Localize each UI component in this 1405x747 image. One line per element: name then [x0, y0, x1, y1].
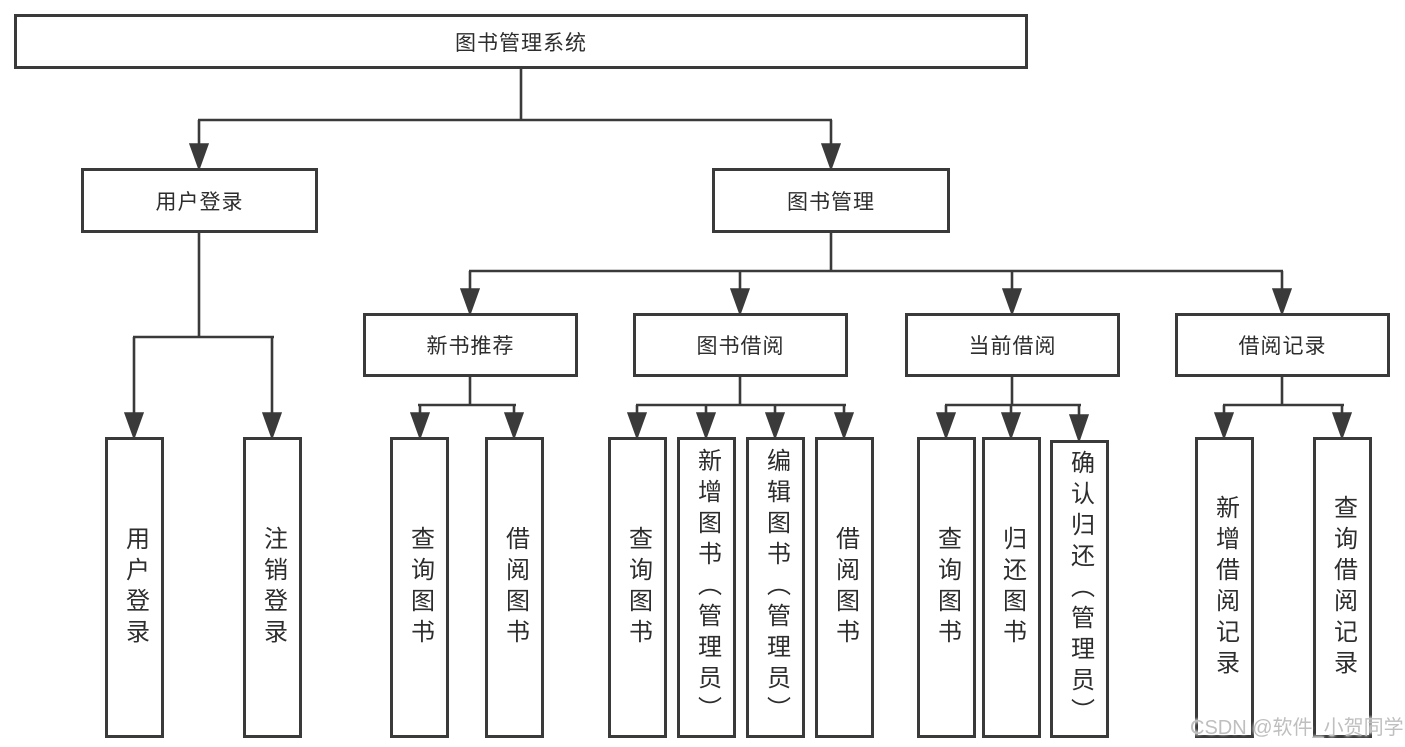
leaf-records-query-label: 查询借阅记录: [1329, 494, 1357, 681]
leaf-borrow-query: 查询图书: [608, 437, 667, 738]
arrow-down-icon: [409, 412, 431, 441]
leaf-borrow-add-admin-label: 新增图书（管理员）: [693, 448, 721, 727]
leaf-records-add-label: 新增借阅记录: [1211, 494, 1239, 681]
arrow-down-icon: [459, 288, 481, 317]
arrow-down-icon: [1331, 412, 1353, 441]
leaf-records-query: 查询借阅记录: [1313, 437, 1372, 738]
arrow-down-icon: [695, 412, 717, 441]
node-new-book-recommend-label: 新书推荐: [426, 335, 515, 358]
leaf-current-confirm-admin-label: 确认归还（管理员）: [1066, 449, 1094, 729]
leaf-current-confirm-admin: 确认归还（管理员）: [1050, 440, 1109, 738]
arrow-down-icon: [261, 412, 283, 441]
leaf-records-add: 新增借阅记录: [1195, 437, 1254, 738]
node-library-system-label: 图书管理系统: [455, 31, 587, 55]
arrow-down-icon: [1068, 414, 1090, 444]
leaf-newbook-query-label: 查询图书: [406, 525, 434, 650]
node-book-management: 图书管理: [712, 168, 950, 233]
leaf-logout-label: 注销登录: [259, 525, 287, 650]
arrow-down-icon: [764, 412, 786, 441]
connector-newbook-to-leaves: [409, 377, 525, 441]
arrow-down-icon: [833, 412, 855, 441]
node-user-login: 用户登录: [81, 168, 318, 233]
leaf-borrow-add-admin: 新增图书（管理员）: [677, 437, 736, 738]
leaf-newbook-query: 查询图书: [390, 437, 449, 738]
leaf-borrow-edit-admin-label: 编辑图书（管理员）: [762, 448, 790, 727]
node-book-borrow: 图书借阅: [633, 313, 848, 377]
node-borrow-records-label: 借阅记录: [1238, 335, 1327, 358]
connector-records-to-leaves: [1213, 377, 1353, 441]
arrow-down-icon: [626, 412, 648, 441]
node-library-system: 图书管理系统: [14, 14, 1028, 69]
leaf-current-return-label: 归还图书: [998, 525, 1026, 650]
node-current-borrow: 当前借阅: [905, 313, 1120, 377]
node-current-borrow-label: 当前借阅: [968, 335, 1057, 358]
arrow-down-icon: [1271, 288, 1293, 317]
leaf-user-login-label: 用户登录: [121, 525, 149, 650]
leaf-borrow-book-label: 借阅图书: [831, 525, 859, 650]
connector-root-to-level2: [188, 69, 842, 172]
arrow-down-icon: [503, 412, 525, 441]
leaf-user-login: 用户登录: [105, 437, 164, 738]
arrow-down-icon: [935, 412, 957, 441]
arrow-down-icon: [1001, 288, 1023, 317]
leaf-borrow-query-label: 查询图书: [624, 525, 652, 650]
leaf-newbook-borrow-label: 借阅图书: [501, 525, 529, 650]
node-book-borrow-label: 图书借阅: [696, 335, 785, 358]
arrow-down-icon: [1000, 412, 1022, 441]
connector-borrow-to-leaves: [626, 377, 855, 441]
node-new-book-recommend: 新书推荐: [363, 313, 578, 377]
connector-current-to-leaves: [935, 377, 1090, 444]
node-book-management-label: 图书管理: [787, 190, 875, 214]
leaf-borrow-edit-admin: 编辑图书（管理员）: [746, 437, 805, 738]
connector-bookmgmt-to-level3: [459, 233, 1293, 317]
arrow-down-icon: [820, 143, 842, 172]
arrow-down-icon: [123, 412, 145, 441]
arrow-down-icon: [188, 143, 210, 172]
leaf-logout: 注销登录: [243, 437, 302, 738]
leaf-current-return: 归还图书: [982, 437, 1041, 738]
node-borrow-records: 借阅记录: [1175, 313, 1390, 377]
connector-userlogin-to-leaves: [123, 233, 283, 441]
leaf-current-query: 查询图书: [917, 437, 976, 738]
leaf-borrow-book: 借阅图书: [815, 437, 874, 738]
leaf-current-query-label: 查询图书: [933, 525, 961, 650]
leaf-newbook-borrow: 借阅图书: [485, 437, 544, 738]
arrow-down-icon: [729, 288, 751, 317]
watermark: CSDN @软件_小贺同学: [1190, 717, 1404, 739]
node-user-login-label: 用户登录: [155, 190, 244, 214]
arrow-down-icon: [1213, 412, 1235, 441]
